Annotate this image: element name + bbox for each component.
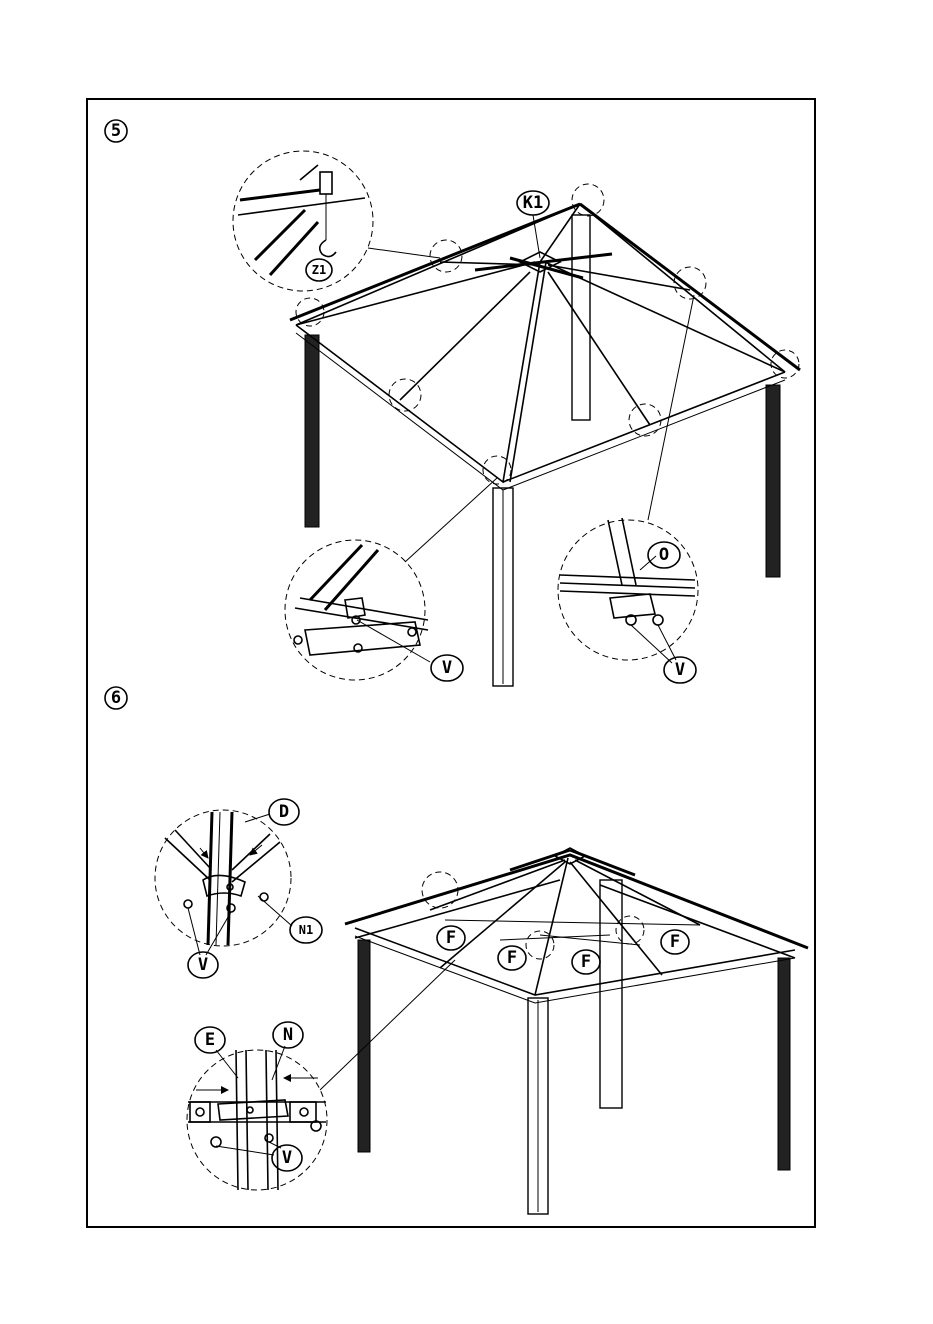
label-f2: F (498, 946, 526, 970)
step-5-marker: 5 (105, 120, 127, 142)
post6-left (358, 940, 370, 1152)
label-f4: F (661, 930, 689, 954)
post-right (766, 385, 780, 577)
post-back (572, 215, 590, 420)
label-v-step6-bottom-text: V (282, 1148, 292, 1168)
label-f4-text: F (670, 932, 680, 952)
detail-d-n1: D N1 V (155, 799, 322, 978)
label-f1-text: F (446, 928, 456, 948)
label-v-step5-left-text: V (442, 658, 452, 678)
label-f3-text: F (581, 952, 591, 972)
step-5-gazebo (290, 184, 800, 686)
post-left (305, 335, 319, 527)
label-f3: F (572, 950, 600, 974)
label-o-text: O (659, 545, 669, 565)
label-f1: F (437, 926, 465, 950)
post6-back (600, 880, 622, 1108)
step-6-number: 6 (111, 688, 121, 708)
label-f2-text: F (507, 948, 517, 968)
label-v-step5-right-text: V (675, 660, 685, 680)
detail-z1: Z1 (233, 151, 440, 291)
step-5-number: 5 (111, 121, 121, 141)
post6-right (778, 958, 790, 1170)
label-e-text: E (205, 1030, 215, 1050)
detail-e-n: E N V (187, 960, 455, 1190)
label-n1-text: N1 (299, 923, 313, 937)
label-v-step6-top-text: V (198, 955, 208, 975)
label-d-text: D (279, 802, 289, 822)
label-k1-text: K1 (523, 193, 543, 213)
step-6-gazebo (345, 848, 808, 1214)
label-z1-text: Z1 (312, 263, 326, 277)
step-6-marker: 6 (105, 687, 127, 709)
label-n-text: N (283, 1025, 293, 1045)
